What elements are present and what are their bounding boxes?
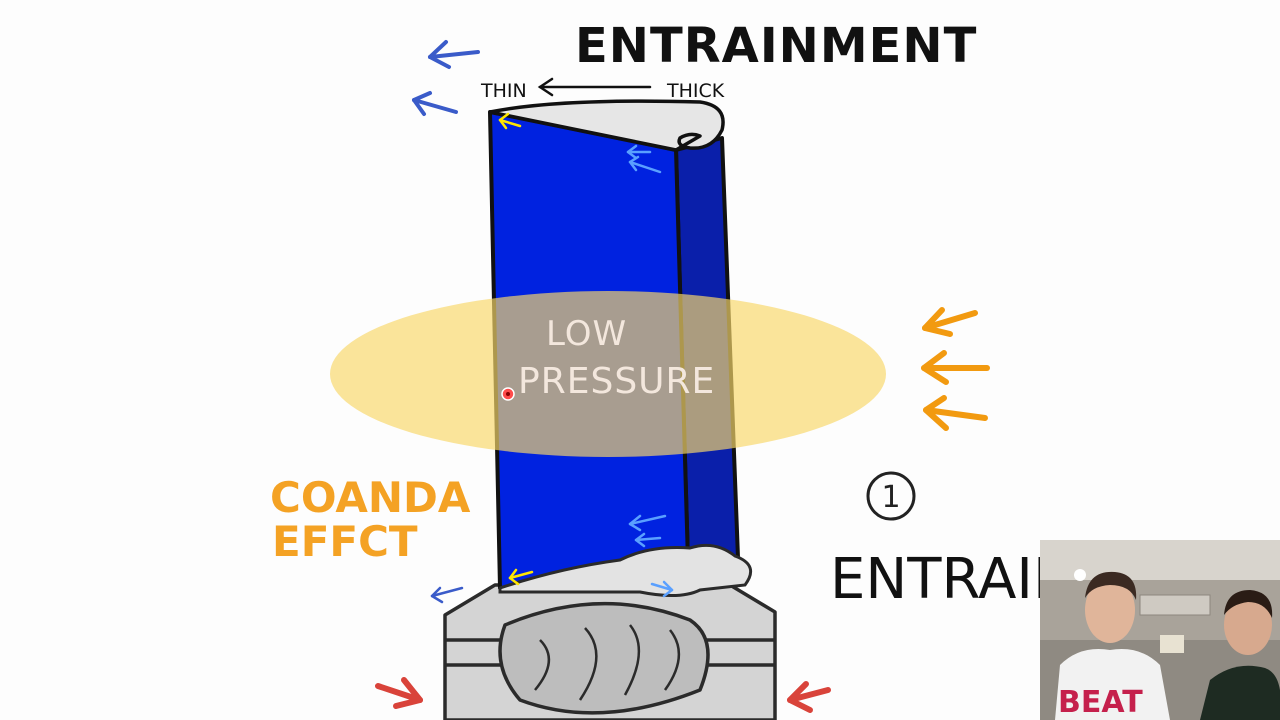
incoming-arrow-icon (923, 395, 988, 431)
coanda-label-line1: COANDA (270, 473, 471, 522)
step-number-circle (866, 471, 916, 521)
incoming-arrow-icon (922, 307, 978, 337)
webcam-overlay: BEAT (1040, 540, 1280, 720)
shirt-text: BEAT (1058, 685, 1143, 720)
bottom-flow-arrows (375, 677, 831, 713)
outgoing-arrow-icon (428, 40, 480, 69)
incoming-arrow-icon (921, 350, 990, 385)
coanda-label-line2: EFFCT (272, 517, 418, 566)
person-right (1200, 590, 1280, 720)
bottom-arrow-icon (787, 681, 831, 713)
person-left: BEAT (1055, 571, 1170, 720)
pointer-dot-icon (501, 387, 515, 401)
thin-label: THIN (480, 80, 527, 102)
flow-arrow-icon (626, 144, 662, 174)
webcam-feed: BEAT (1040, 540, 1280, 720)
engine-base (443, 583, 777, 720)
pressure-label: PRESSURE (518, 361, 715, 402)
low-label: LOW (546, 314, 627, 354)
thin-thick-arrow-icon (537, 77, 652, 97)
flow-arrow-icon (628, 514, 667, 548)
low-pressure-zone (330, 291, 886, 457)
small-flow-arrows (430, 112, 674, 604)
step-number: 1 (881, 480, 900, 515)
flow-arrow-icon (498, 112, 522, 130)
bottom-arrow-icon (375, 677, 423, 709)
step-label: ENTRAIN (830, 547, 1075, 612)
outgoing-arrow-icon (412, 91, 458, 116)
outgoing-flow-arrows (412, 40, 480, 116)
blade-root (498, 543, 753, 597)
flow-arrow-icon (508, 568, 534, 586)
incoming-flow-arrows (921, 307, 990, 431)
flow-arrow-icon (430, 586, 464, 604)
thick-label: THICK (666, 80, 725, 102)
blade-top-cap (488, 99, 725, 152)
flow-arrow-icon (650, 580, 674, 598)
diagram-title: ENTRAINMENT (575, 18, 977, 74)
